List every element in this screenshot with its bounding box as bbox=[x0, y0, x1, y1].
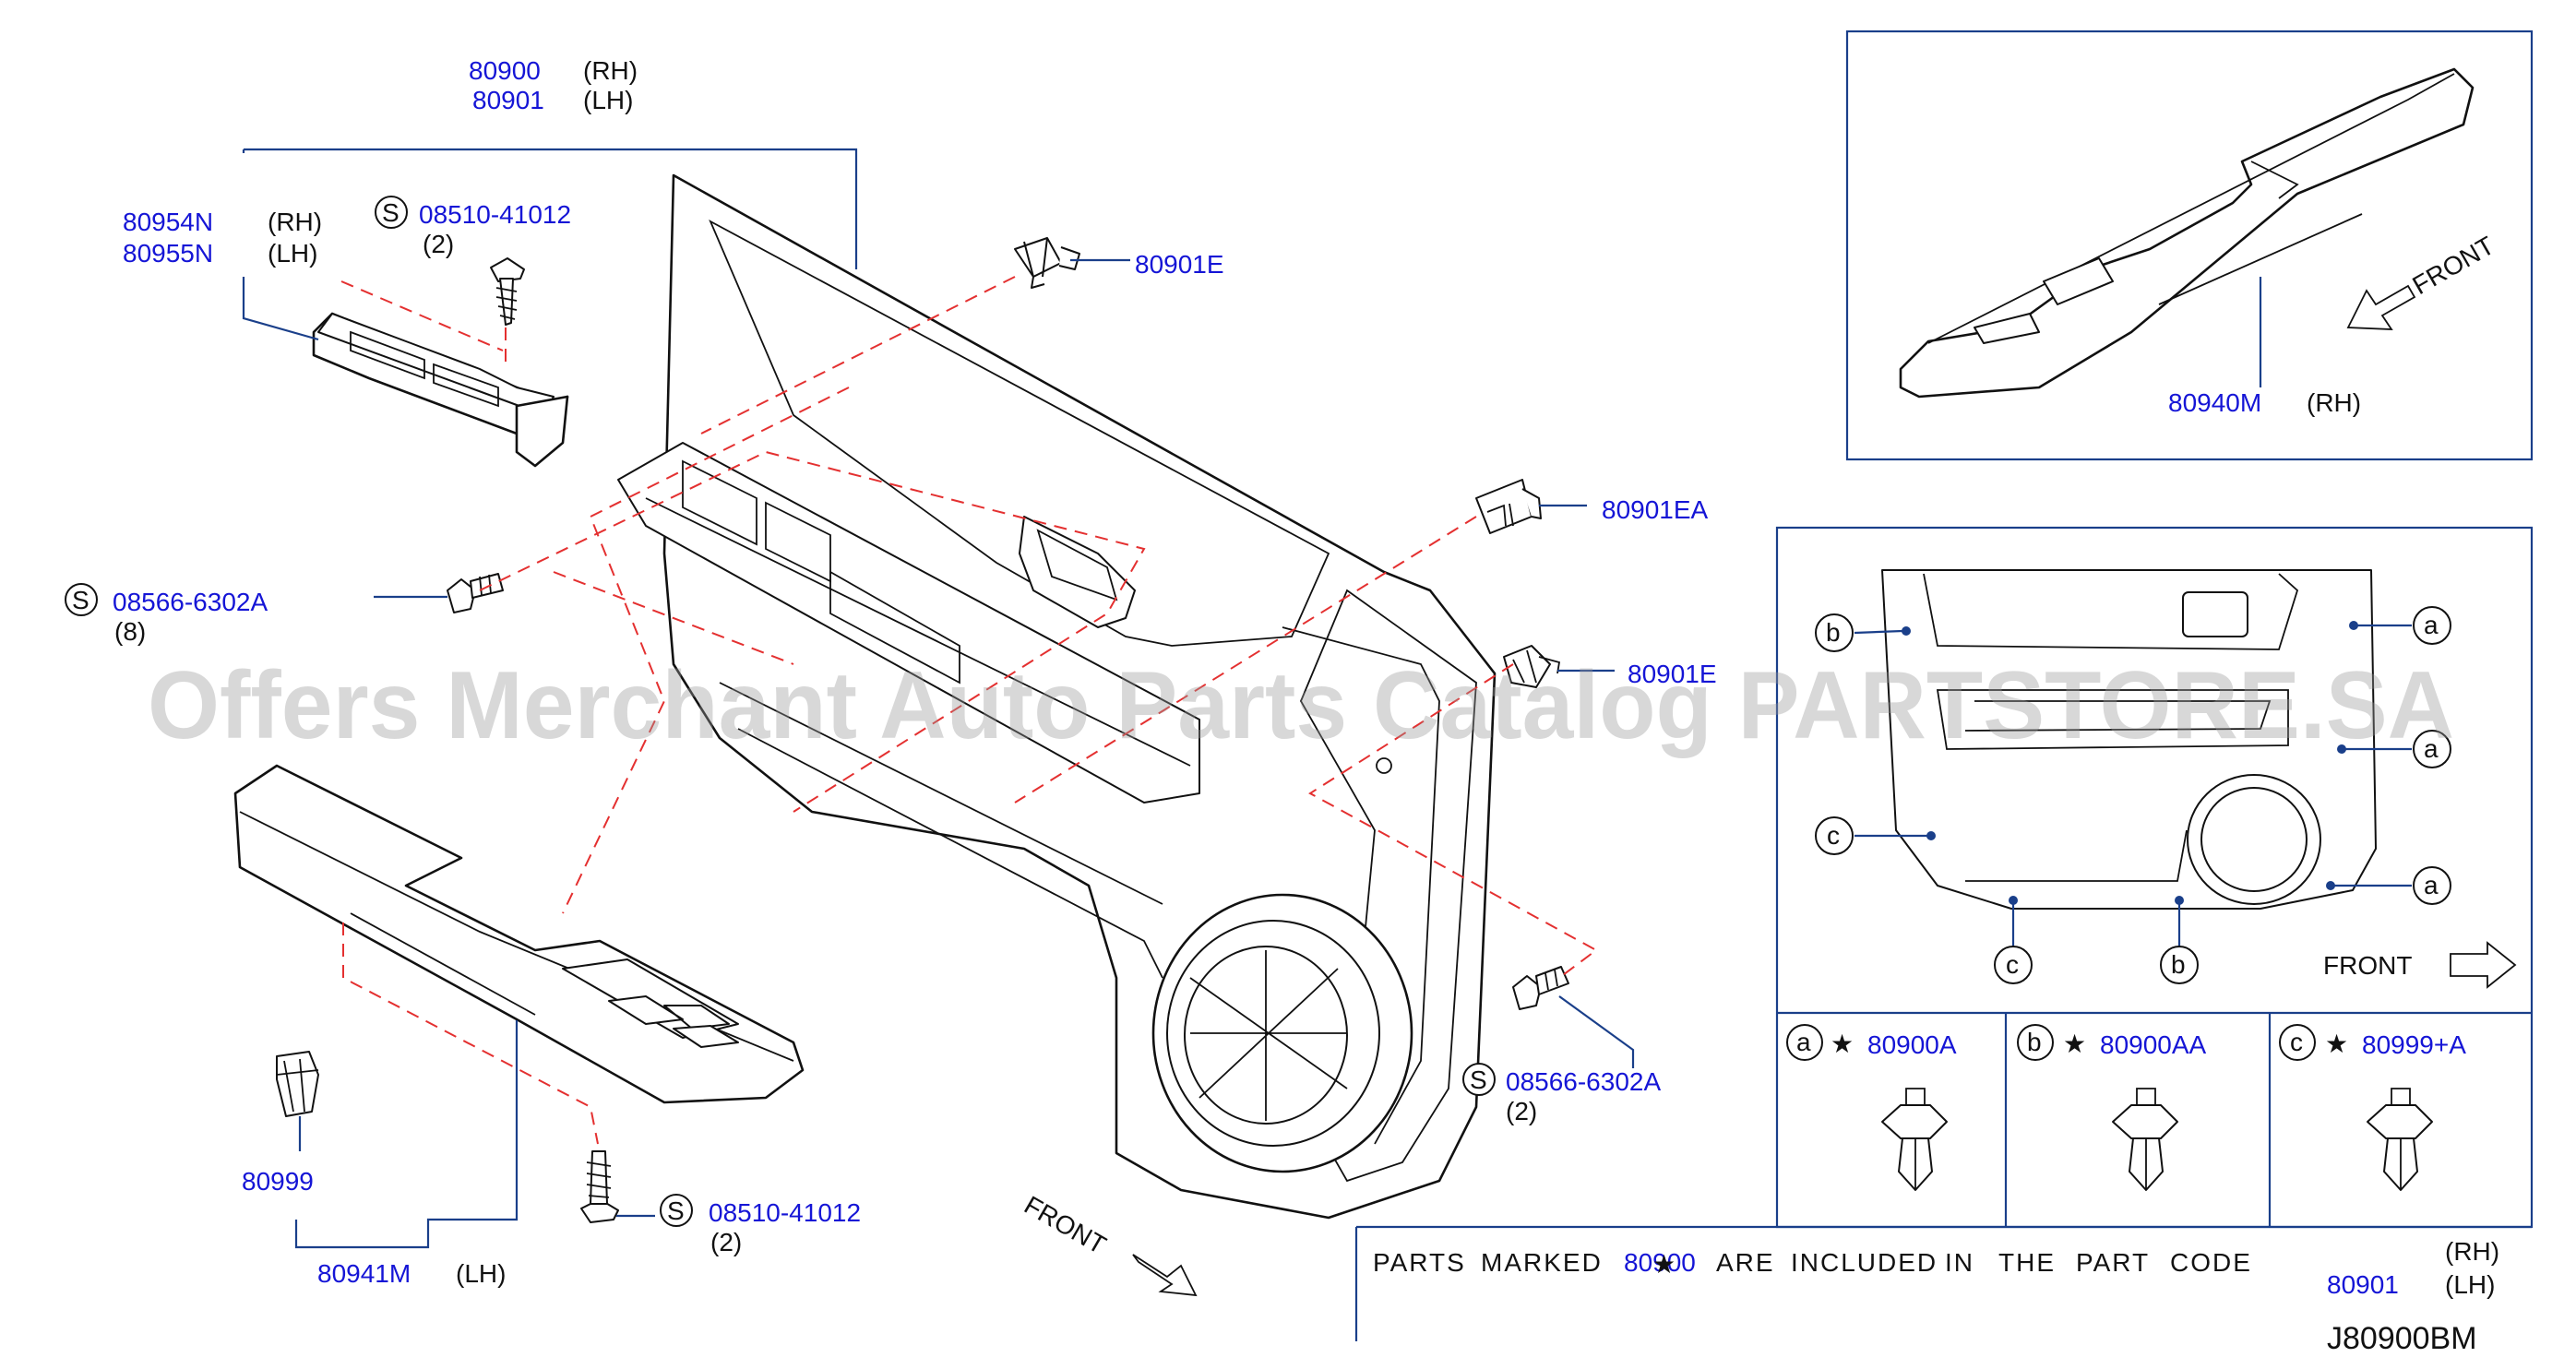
switch-finisher-80954n[interactable] bbox=[312, 312, 569, 468]
star-icon: ★ bbox=[2063, 1030, 2086, 1058]
note-word: IN bbox=[1945, 1248, 1974, 1277]
note-lh: (LH) bbox=[2445, 1270, 2495, 1299]
label-80900: 80900 bbox=[469, 56, 541, 85]
clip-80901e-mid[interactable] bbox=[1503, 645, 1561, 688]
inset-top: 80940M (RH) FRONT bbox=[1845, 30, 2534, 461]
callout-a: a bbox=[2424, 611, 2439, 639]
label-80999: 80999 bbox=[242, 1167, 314, 1196]
callout-a: a bbox=[2424, 734, 2439, 763]
note-box: PARTS MARKED 80900 ★ ARE INCLUDED IN THE… bbox=[1354, 1225, 2532, 1341]
label-bolt-left: 08566-6302A bbox=[113, 588, 268, 616]
label-80900-side: (RH) bbox=[583, 56, 638, 85]
front-label-main: FRONT bbox=[1020, 1190, 1111, 1259]
diagram-code: J80900BM bbox=[2327, 1321, 2477, 1356]
s-symbol-icon bbox=[1462, 1063, 1496, 1096]
callout-c: c bbox=[2006, 950, 2019, 979]
inset-clips-front-label: FRONT bbox=[2323, 951, 2412, 980]
label-80901: 80901 bbox=[472, 86, 544, 114]
note-rh: (RH) bbox=[2445, 1237, 2499, 1266]
label-80901ea: 80901EA bbox=[1602, 495, 1709, 524]
label-bolt-right: 08566-6302A bbox=[1506, 1067, 1661, 1096]
screw-08510-41012-top[interactable] bbox=[490, 257, 525, 326]
s-symbol-text: S bbox=[72, 586, 89, 614]
note-word: ARE bbox=[1716, 1248, 1775, 1277]
clip-80900a[interactable] bbox=[1881, 1088, 1948, 1191]
front-arrow-icon bbox=[1132, 1254, 1198, 1297]
main-labels: 80900 (RH) 80901 (LH) 80954N (RH) 80955N… bbox=[65, 56, 1717, 1297]
front-arrow-icon bbox=[2346, 284, 2416, 330]
front-arrow-icon bbox=[2450, 941, 2517, 989]
clip-80900aa[interactable] bbox=[2112, 1088, 2178, 1191]
note-word: THE bbox=[1998, 1248, 2056, 1277]
label-80954n: 80954N bbox=[123, 208, 213, 236]
s-symbol-icon bbox=[65, 583, 98, 616]
clip-cell-letter-c: c bbox=[2290, 1028, 2303, 1056]
armrest-finisher-80941m[interactable] bbox=[233, 764, 805, 1104]
callout-b: b bbox=[1826, 618, 1841, 647]
leader-lines bbox=[242, 148, 1635, 1249]
label-80941m-side: (LH) bbox=[456, 1259, 506, 1288]
star-icon: ★ bbox=[1652, 1250, 1676, 1279]
label-screw-bottom-qty: (2) bbox=[710, 1228, 742, 1256]
bolt-08566-6302a-left[interactable] bbox=[447, 573, 504, 613]
clip-80901e-top[interactable] bbox=[1014, 237, 1080, 289]
s-symbol-icon bbox=[375, 196, 408, 229]
label-80940m: 80940M bbox=[2168, 388, 2261, 417]
s-symbol-text: S bbox=[382, 198, 400, 227]
s-symbol-text: S bbox=[667, 1196, 685, 1225]
note-word: PART bbox=[2076, 1248, 2150, 1277]
clip-cell-letter-a: a bbox=[1796, 1028, 1811, 1056]
note-word: CODE bbox=[2170, 1248, 2252, 1277]
clip-cell-letter-b: b bbox=[2027, 1028, 2042, 1056]
switch-finisher-80940m[interactable] bbox=[1899, 67, 2475, 399]
clip-80999[interactable] bbox=[276, 1051, 319, 1117]
label-screw-bottom: 08510-41012 bbox=[709, 1198, 861, 1227]
callout-b: b bbox=[2171, 950, 2186, 979]
label-80901e-mid: 80901E bbox=[1628, 660, 1717, 688]
label-80954n-side: (RH) bbox=[268, 208, 322, 236]
label-80901-side: (LH) bbox=[583, 86, 633, 114]
door-trim-panel[interactable] bbox=[617, 173, 1497, 1220]
bolt-08566-6302a-right[interactable] bbox=[1512, 966, 1569, 1010]
note-word: PARTS bbox=[1373, 1248, 1466, 1277]
label-80941m: 80941M bbox=[317, 1259, 411, 1288]
star-icon: ★ bbox=[2325, 1030, 2348, 1058]
clip-80901ea[interactable] bbox=[1475, 479, 1542, 534]
inset-clips: b a a c a c b FRONT a ★ 80900A b ★ 80900… bbox=[1775, 526, 2534, 1229]
door-panel-outline[interactable] bbox=[1881, 569, 2377, 910]
s-symbol-text: S bbox=[1470, 1065, 1487, 1094]
star-icon: ★ bbox=[1831, 1030, 1854, 1058]
clip-80999-a[interactable] bbox=[2367, 1088, 2433, 1191]
label-bolt-left-qty: (8) bbox=[114, 617, 146, 646]
note-word: INCLUDED bbox=[1791, 1248, 1938, 1277]
label-bolt-right-qty: (2) bbox=[1506, 1097, 1537, 1125]
callout-c: c bbox=[1827, 821, 1840, 850]
s-symbol-icon bbox=[660, 1194, 693, 1227]
label-80999-a: 80999+A bbox=[2362, 1030, 2466, 1059]
label-80940m-side: (RH) bbox=[2307, 388, 2361, 417]
note-word: MARKED bbox=[1481, 1248, 1603, 1277]
label-screw-top: 08510-41012 bbox=[419, 200, 571, 229]
label-screw-top-qty: (2) bbox=[423, 230, 454, 258]
label-80900a: 80900A bbox=[1867, 1030, 1957, 1059]
label-80955n: 80955N bbox=[123, 239, 213, 268]
callout-a: a bbox=[2424, 871, 2439, 899]
note-code-b: 80901 bbox=[2327, 1270, 2399, 1299]
inset-top-frame bbox=[1845, 30, 2534, 461]
label-80901e-top: 80901E bbox=[1135, 250, 1224, 279]
screw-08510-41012-bottom[interactable] bbox=[580, 1150, 619, 1223]
label-80955n-side: (LH) bbox=[268, 239, 317, 268]
inset-top-front-label: FRONT bbox=[2408, 231, 2499, 300]
assembly-lines bbox=[340, 276, 1598, 1145]
note-code-a: 80900 bbox=[1624, 1248, 1696, 1277]
watermark: Offers Merchant Auto Parts Catalog PARTS… bbox=[148, 652, 2454, 759]
label-80900aa: 80900AA bbox=[2100, 1030, 2207, 1059]
